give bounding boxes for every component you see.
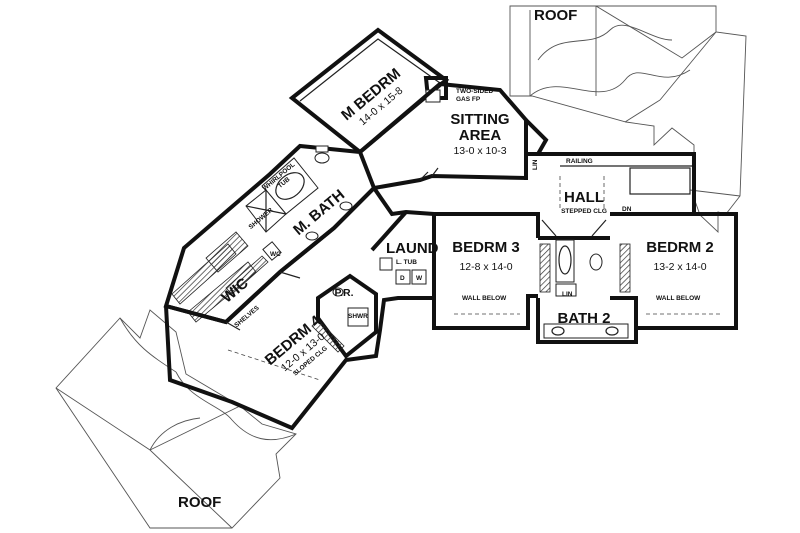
sitting-name-2: AREA — [459, 127, 502, 144]
bedrm3-dims: 12-8 x 14-0 — [459, 261, 512, 273]
gas-fp-line2: GAS FP — [456, 96, 481, 103]
bedrm3-name: BEDRM 3 — [452, 239, 520, 256]
sitting-name-1: SITTING — [450, 111, 509, 128]
master-wing — [163, 27, 450, 325]
roof-label-bottom: ROOF — [178, 494, 221, 511]
roof-bottom — [55, 309, 297, 529]
roof-top — [509, 5, 747, 234]
wall-below-right: WALL BELOW — [656, 295, 701, 302]
gas-fp-line1: TWO-SIDED — [456, 88, 493, 95]
hall-note: STEPPED CLG — [561, 208, 607, 215]
laund-tub: L. TUB — [396, 259, 417, 266]
east-wing — [432, 152, 738, 344]
lin-hall-label: LIN — [532, 159, 539, 170]
dn-label: DN — [622, 206, 632, 213]
bedrm2-dims: 13-2 x 14-0 — [653, 261, 706, 273]
pr-name: P.R. — [334, 287, 353, 299]
shwr-label: SHWR — [348, 313, 368, 320]
roof-label-top: ROOF — [534, 7, 577, 24]
dryer-label: D — [400, 275, 405, 282]
bedrm2-name: BEDRM 2 — [646, 239, 714, 256]
sitting-dims: 13-0 x 10-3 — [453, 145, 506, 157]
bedroom4-wing — [164, 184, 436, 431]
shelves-label: SHELVES — [233, 304, 261, 329]
bath2-name: BATH 2 — [557, 310, 610, 327]
railing-label: RAILING — [566, 158, 593, 165]
laund-name: LAUND — [386, 240, 439, 257]
washer-label: W — [416, 275, 423, 282]
hall-name: HALL — [564, 189, 604, 206]
wc-label: WC — [270, 251, 281, 258]
corridor — [358, 81, 549, 190]
lin-bath2-label: LIN — [562, 291, 573, 298]
wall-below-left: WALL BELOW — [462, 295, 507, 302]
